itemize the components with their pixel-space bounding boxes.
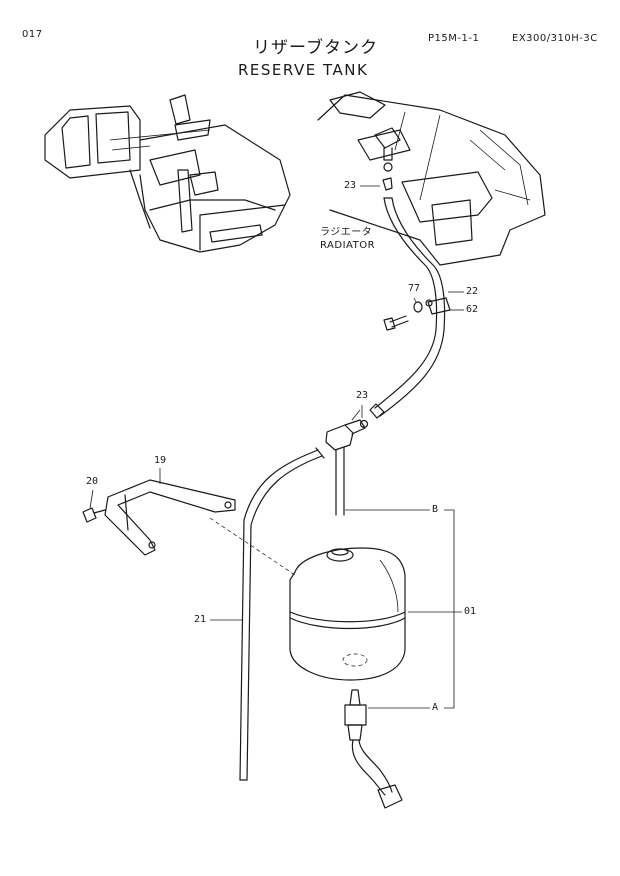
radiator-illustration	[317, 91, 546, 266]
level-sensor-harness	[344, 689, 403, 809]
title-english: RESERVE TANK	[238, 61, 369, 79]
page-number: 017	[22, 29, 43, 40]
bolt-20	[82, 507, 106, 523]
callout-62-bolt: 62	[466, 304, 479, 315]
reserve-tank-01	[289, 547, 406, 681]
hose-clamp-assembly	[383, 297, 451, 331]
title-japanese: リザーブタンク	[253, 38, 378, 58]
callout-a-reference: A	[432, 702, 439, 713]
callout-77-washer: 77	[408, 283, 421, 294]
callout-22-clamp: 22	[466, 286, 479, 297]
elbow-fitting	[325, 419, 369, 516]
callout-20-bolt: 20	[86, 476, 99, 487]
callout-21-hose: 21	[194, 614, 207, 625]
excavator-overview-illustration	[44, 94, 291, 253]
model-code: EX300/310H-3C	[512, 33, 598, 44]
overflow-hose-upper	[369, 197, 446, 419]
radiator-label-en: RADIATOR	[320, 240, 376, 251]
callout-b-reference: B	[432, 504, 439, 515]
alignment-dashed-lines	[209, 409, 361, 576]
callout-leaders	[89, 185, 464, 709]
callout-19-bracket: 19	[154, 455, 167, 466]
radiator-label-jp: ラジエータ	[320, 227, 373, 238]
overflow-hose-21	[239, 447, 325, 781]
callout-01-reserve-tank: 01	[464, 606, 477, 617]
callout-23-hose-clip: 23	[356, 390, 369, 401]
callout-23-filler-clip: 23	[344, 180, 357, 191]
part-code: P15M-1-1	[428, 33, 480, 44]
tank-bracket-19	[104, 479, 236, 556]
